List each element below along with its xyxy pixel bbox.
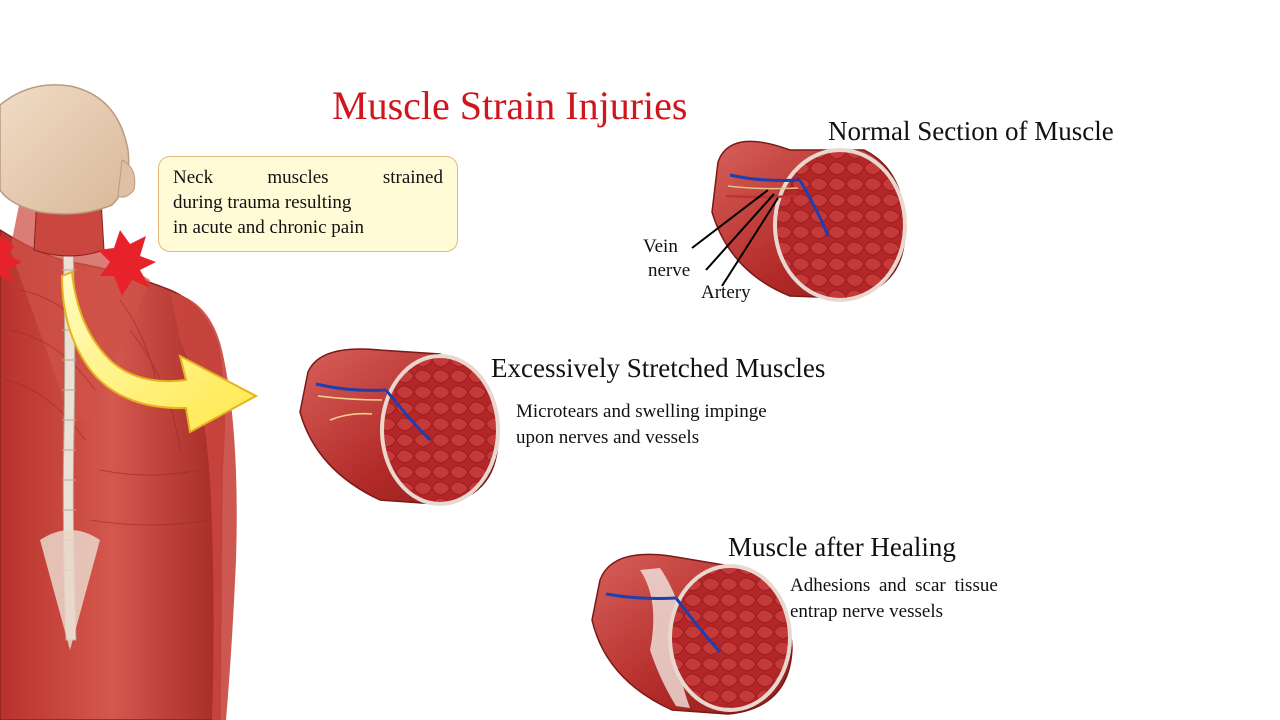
healing-desc-line-2: entrap nerve vessels (790, 601, 943, 622)
stretched-section-heading: Excessively Stretched Muscles (491, 353, 826, 383)
neck-strain-callout: Neck muscles strained during trauma resu… (158, 156, 458, 252)
stretched-muscle-section (299, 348, 500, 506)
healing-section-heading: Muscle after Healing (728, 532, 956, 562)
pain-burst-right (98, 230, 156, 296)
callout-line-3: in acute and chronic pain (173, 217, 364, 238)
artery-label: Artery (701, 282, 751, 303)
pain-burst-left (0, 236, 22, 282)
nerve-label: nerve (648, 260, 691, 281)
stretched-desc-line-2: upon nerves and vessels (516, 427, 700, 448)
label-pointer-lines (691, 189, 779, 287)
back-anatomy-figure (0, 84, 237, 720)
page-title: Muscle Strain Injuries (332, 83, 688, 128)
callout-line-2: during trauma resulting (173, 192, 352, 213)
curved-arrow-icon (60, 270, 259, 434)
healed-muscle-section (591, 553, 793, 715)
callout-line-1: Neck muscles strained (173, 167, 443, 188)
vein-label: Vein (643, 236, 678, 257)
stretched-desc-line-1: Microtears and swelling impinge (516, 401, 767, 422)
normal-muscle-section (711, 140, 907, 302)
normal-section-heading: Normal Section of Muscle (828, 116, 1114, 146)
healing-desc-line-1: Adhesions and scar tissue (790, 575, 998, 596)
